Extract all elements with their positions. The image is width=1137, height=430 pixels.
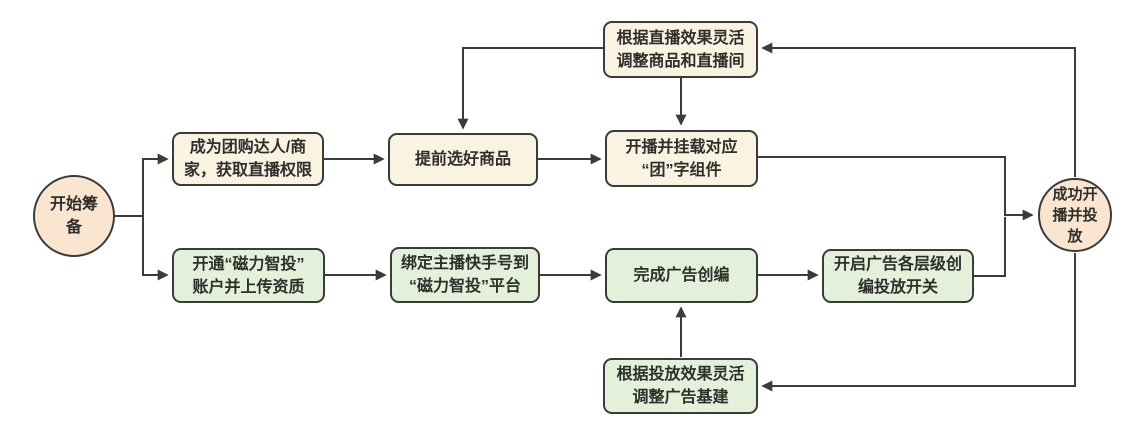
node-bind-account: 绑定主播快手号到 “磁力智投”平台 [390,247,540,303]
node-open-account: 开通“磁力智投” 账户并上传资质 [172,248,325,303]
node-adjust-ad-feedback: 根据投放效果灵活 调整广告基建 [603,358,758,414]
edge-start-open-account [115,215,169,281]
edge-enable-merge [974,217,1006,277]
edge-golive-end [758,156,1034,221]
node-go-live-mount-component: 开播并挂载对应 “团”字组件 [605,130,758,187]
node-become-broadcaster: 成为团购达人/商 家，获取直播权限 [172,132,324,186]
node-select-products: 提前选好商品 [388,133,538,186]
edge-end-adjust-live [761,42,1076,177]
node-adjust-live-feedback: 根据直播效果灵活 调整商品和直播间 [603,21,758,78]
edge-adjust-live-select [457,47,603,130]
node-start: 开始筹 备 [33,175,115,257]
edge-start-become [115,153,169,217]
node-enable-ad-switches: 开启广告各层级创 编投放开关 [822,249,974,303]
node-end: 成功开 播并投 放 [1038,178,1112,252]
node-create-ad: 完成广告创编 [605,248,758,303]
edge-end-adjust-ad [761,253,1076,392]
